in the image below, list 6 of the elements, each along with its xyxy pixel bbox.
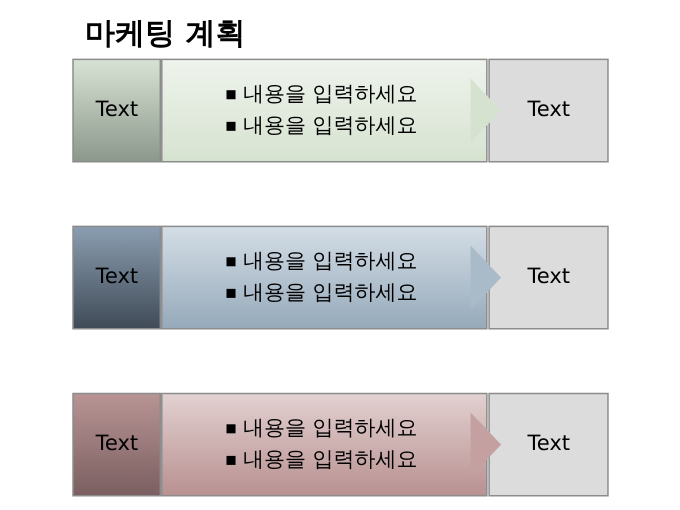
arrow <box>470 78 501 143</box>
node-box: Text <box>72 392 161 497</box>
diagram-title: 마케팅 계획 <box>84 16 246 51</box>
node-box: Text <box>72 58 161 162</box>
node-box: Text <box>72 226 161 330</box>
arrow <box>470 246 501 310</box>
